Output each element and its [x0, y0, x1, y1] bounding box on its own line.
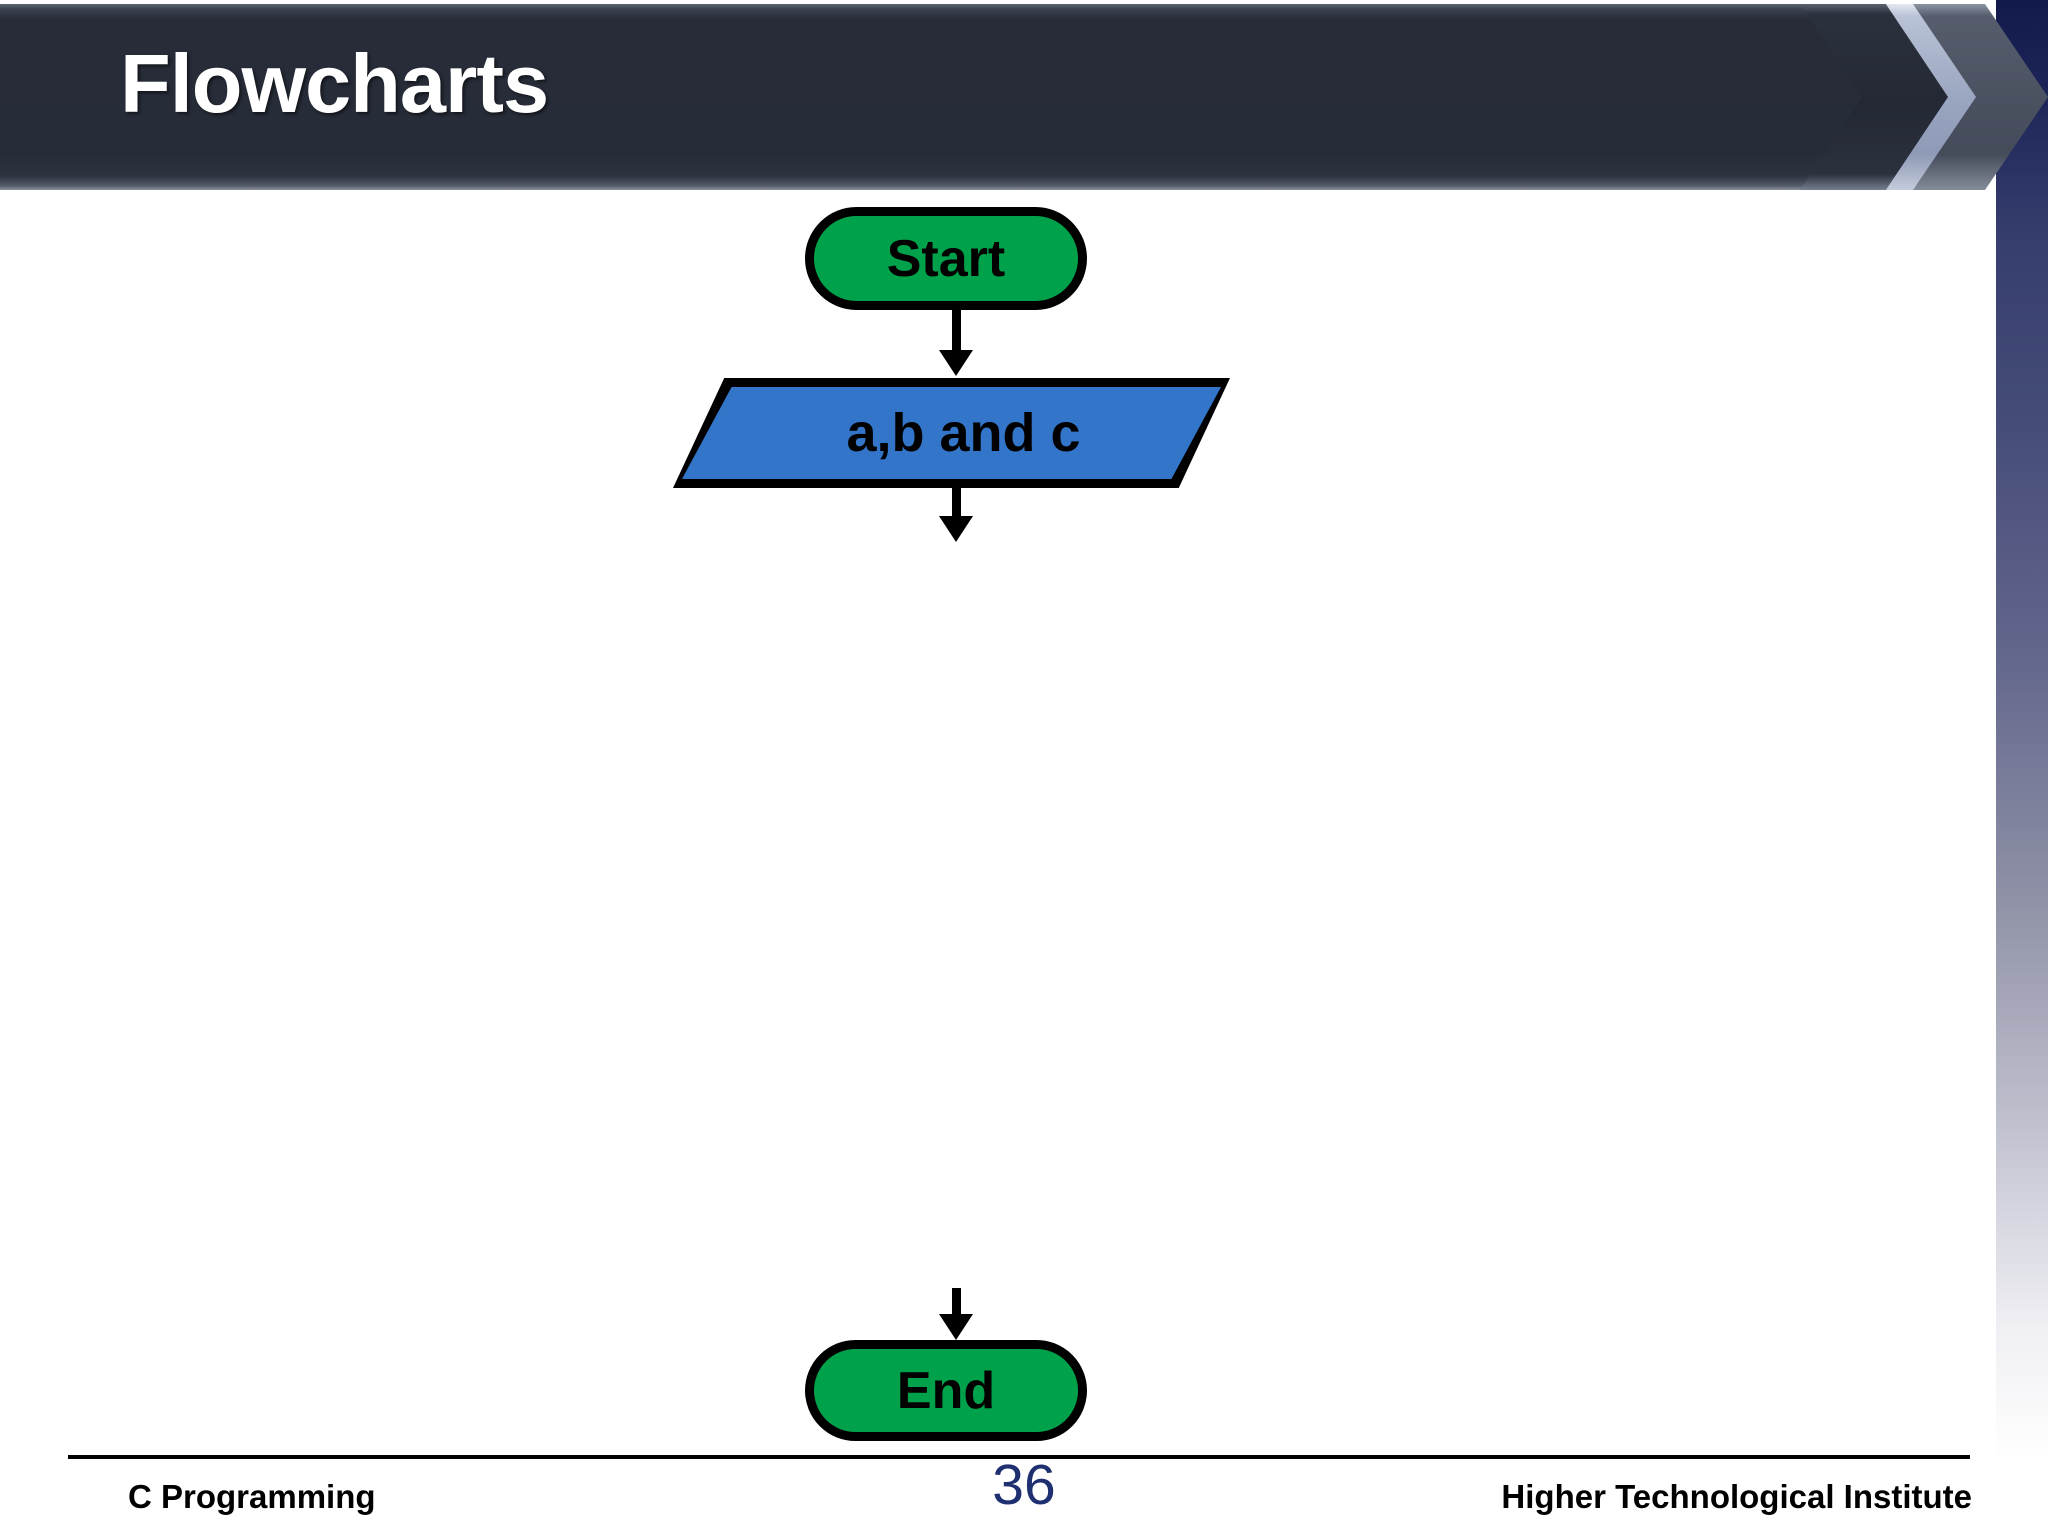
flow-node-end-label: End — [896, 1361, 996, 1420]
footer-institute-label: Higher Technological Institute — [1501, 1478, 1972, 1515]
footer-divider — [68, 1455, 1970, 1459]
page-title: Flowcharts — [120, 37, 549, 130]
parallelogram-fill — [682, 387, 1221, 479]
flow-node-end[interactable]: End — [805, 1340, 1087, 1441]
flow-node-input[interactable]: a,b and c — [673, 378, 1230, 488]
connector-input-to-next-arrowhead — [939, 516, 973, 542]
connector-input-to-next-line — [952, 488, 961, 520]
right-gradient-strip — [1996, 0, 2048, 1536]
footer-page-number: 36 — [992, 1453, 1056, 1517]
flow-node-start-label: Start — [886, 229, 1006, 288]
flow-node-input-label: a,b and c — [846, 403, 1081, 463]
connector-prev-to-end-line — [952, 1288, 961, 1318]
footer-course-label: C Programming — [128, 1478, 376, 1515]
connector-start-to-input-line — [952, 310, 961, 354]
flow-node-start[interactable]: Start — [805, 207, 1087, 310]
connector-prev-to-end-arrowhead — [939, 1314, 973, 1340]
connector-start-to-input-arrowhead — [939, 350, 973, 376]
header-band — [0, 4, 1872, 190]
